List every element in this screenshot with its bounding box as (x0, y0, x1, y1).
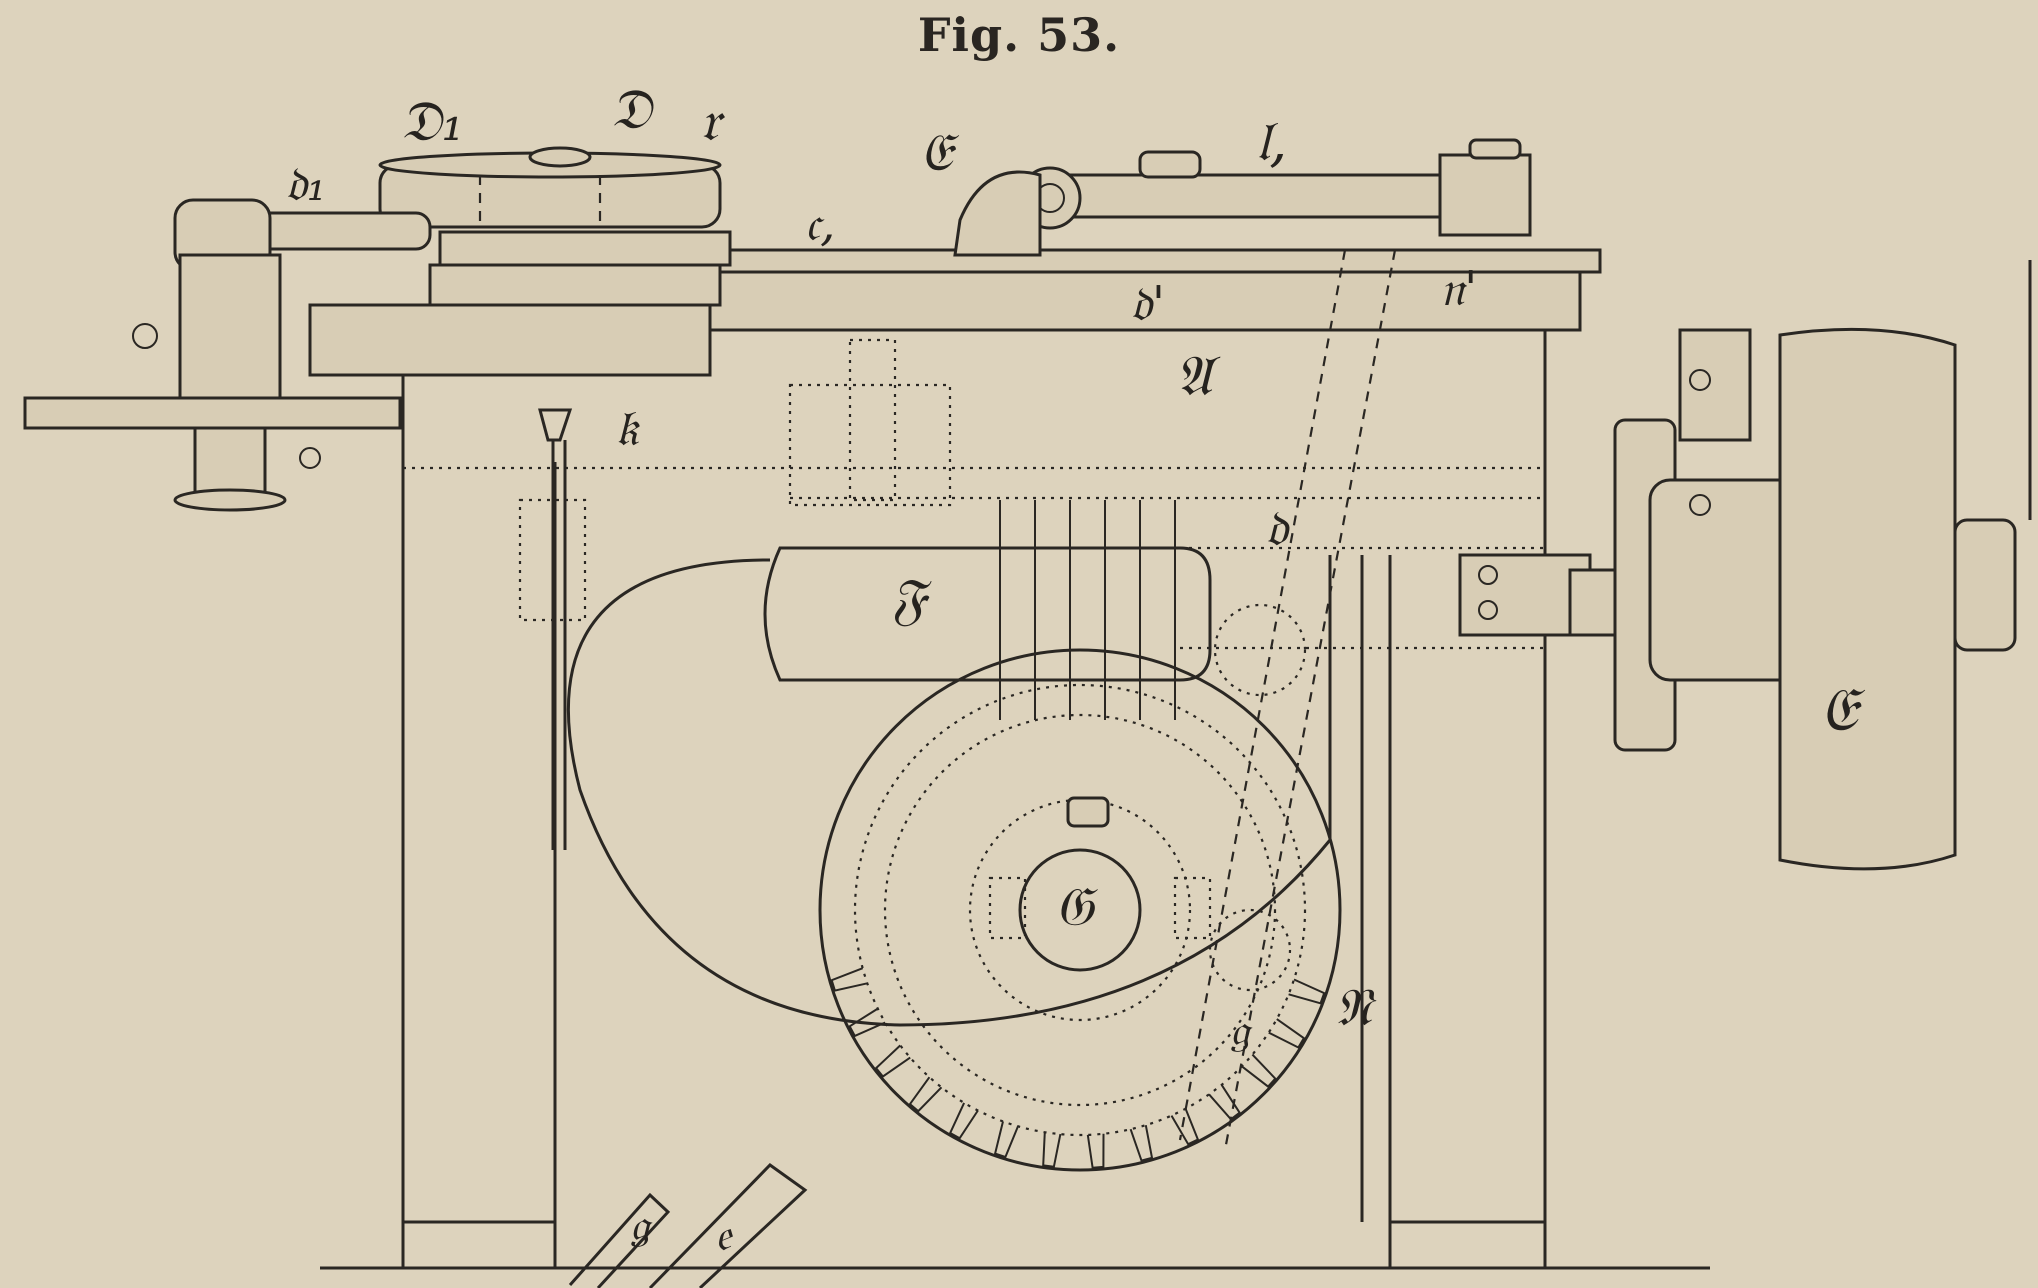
label-D: 𝔇 (610, 77, 655, 142)
gear-tooth (830, 967, 868, 992)
label-E: 𝔈 (920, 123, 960, 183)
label-F: 𝔉 (890, 567, 932, 632)
gear-tooth (848, 1007, 886, 1038)
label-k: 𝔨 (615, 399, 640, 457)
gear-tooth (1288, 978, 1326, 1005)
label-l1: 𝔩, (1255, 109, 1287, 174)
fork-k (518, 408, 587, 850)
label-c1: 𝔠, (805, 196, 835, 252)
bottom-parts (568, 1163, 808, 1288)
gear-tooth (1208, 1084, 1241, 1121)
hub-G (988, 796, 1212, 972)
label-d: 𝔡 (1265, 499, 1290, 557)
label-d-prime: 𝔡' (1130, 276, 1165, 332)
gear-tooth (948, 1102, 979, 1140)
top-rails (308, 230, 1602, 377)
connecting-rod-d (1178, 249, 1397, 1151)
worm-threads (999, 500, 1176, 720)
label-D1: 𝔇₁ (400, 89, 464, 154)
drive-assembly (1458, 328, 1832, 752)
pulley-D (378, 146, 722, 229)
shaft-d1 (23, 198, 432, 512)
label-A: 𝔄 (1175, 344, 1221, 409)
frame-leg-left (401, 462, 557, 1268)
gear-tooth (1241, 1053, 1277, 1088)
label-G: 𝔊 (1055, 875, 1098, 938)
gear-tooth (874, 1044, 911, 1078)
gear-tooth (1129, 1125, 1154, 1162)
frame-body (401, 328, 1545, 650)
label-N: 𝔑 (1335, 978, 1377, 1038)
label-d1: 𝔡₁ (285, 156, 326, 212)
gear-tooth (908, 1076, 943, 1113)
label-n-prime: 𝔫' (1440, 261, 1477, 317)
frame-leg-right (1388, 330, 1547, 1268)
label-g-gear: 𝔤 (1230, 1005, 1253, 1056)
worm-F (566, 500, 1364, 1222)
gear-tooth (1086, 1133, 1105, 1169)
lever-l1 (953, 138, 1532, 257)
gear-tooth (1170, 1108, 1200, 1146)
part-labels: 𝔇₁ 𝔇 𝔯 𝔡₁ 𝔈 𝔩, 𝔠, 𝔡' 𝔫' 𝔄 𝔨 𝔡 𝔉 𝔈 𝔊 𝔑 𝔤 … (285, 77, 1866, 1261)
worm-wheel-N (818, 648, 1342, 1172)
gear-tooth (1268, 1018, 1306, 1049)
gear-teeth (830, 967, 1326, 1169)
pulley-C (1778, 260, 2032, 871)
gear-tooth (993, 1121, 1019, 1159)
label-g-bottom: 𝔤 (630, 1200, 653, 1251)
label-r: 𝔯 (700, 89, 725, 154)
figure-caption: Fig. 53. (917, 8, 1121, 62)
label-e-bottom: 𝔢 (715, 1210, 733, 1261)
gear-tooth (1042, 1132, 1062, 1168)
